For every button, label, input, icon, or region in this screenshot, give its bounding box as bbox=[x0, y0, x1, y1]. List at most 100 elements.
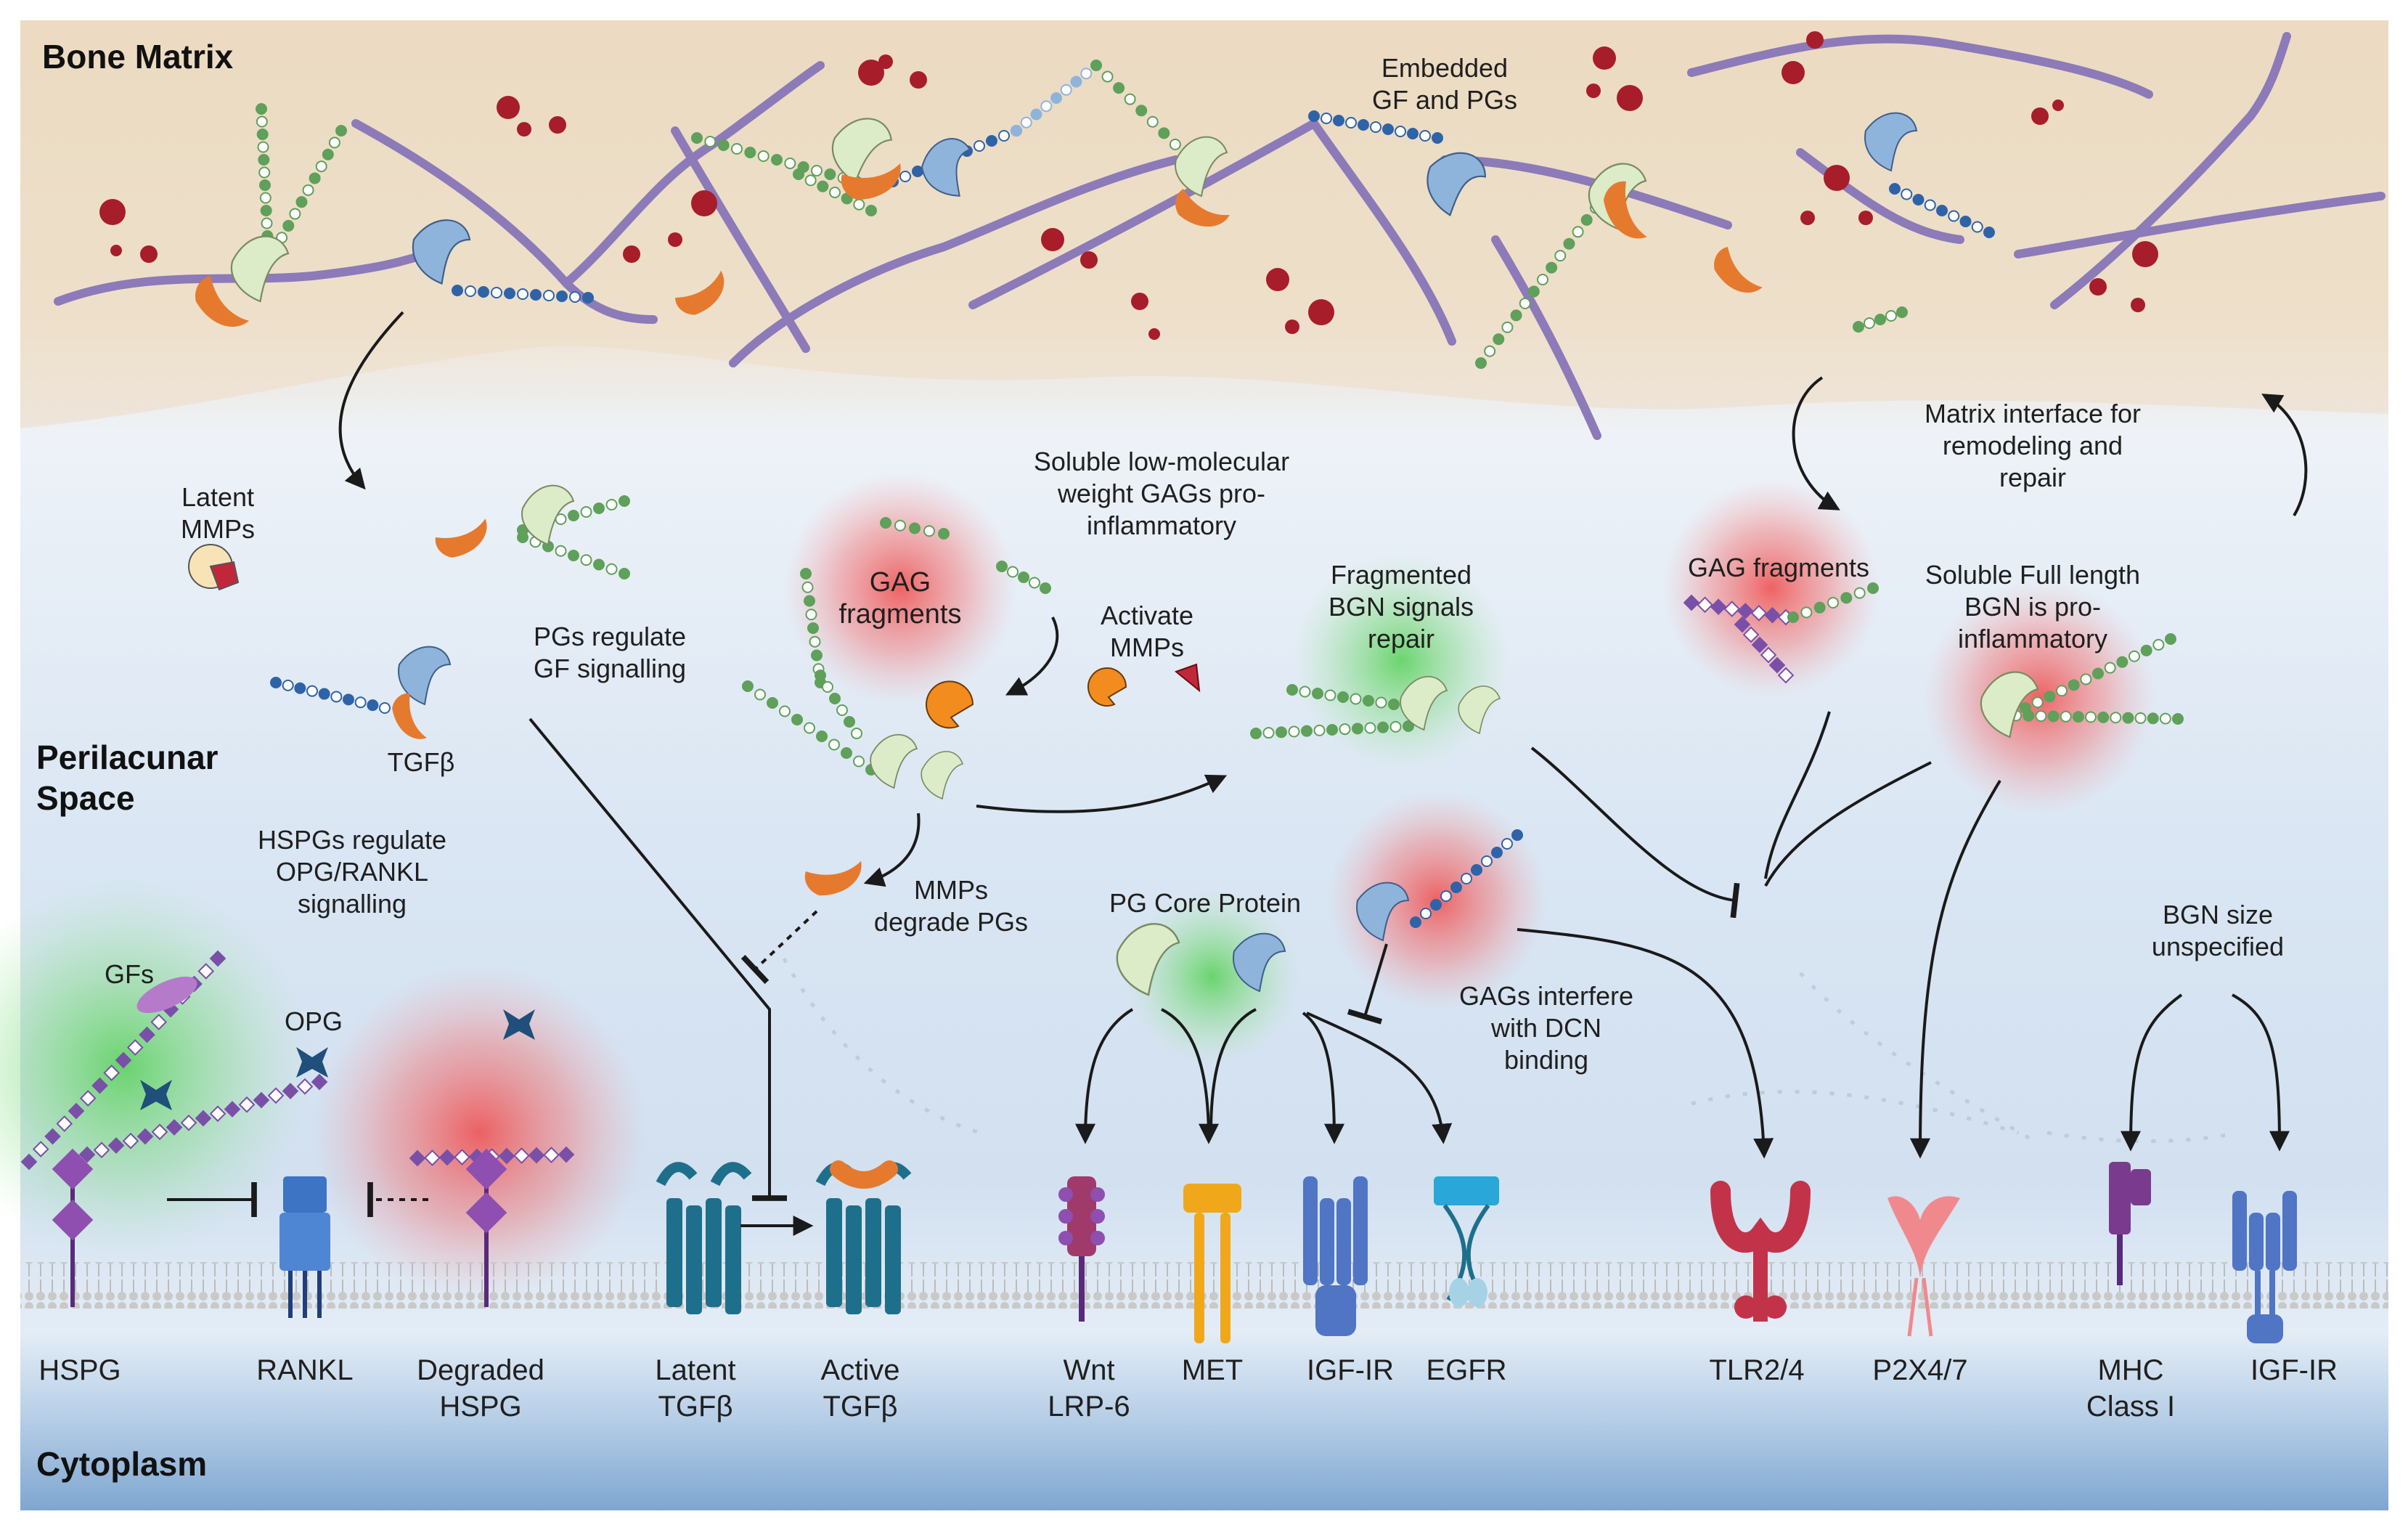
gag-bead bbox=[996, 561, 1008, 572]
growth-factor bbox=[675, 270, 725, 315]
label-gags-interfere: GAGs interfere with DCN binding bbox=[1458, 981, 1634, 1075]
gag-bead bbox=[556, 290, 568, 302]
gag-bead bbox=[309, 172, 321, 184]
gag-bead bbox=[1050, 92, 1062, 104]
gag-bead bbox=[257, 141, 269, 153]
faded-gag-chains bbox=[782, 957, 2237, 1144]
gag-bead bbox=[1527, 285, 1540, 298]
gag-bead bbox=[282, 219, 295, 232]
receptor-label: Active TGFβ bbox=[820, 1354, 900, 1423]
collagen-fibre bbox=[1687, 34, 2153, 99]
gag-bead bbox=[1169, 138, 1181, 150]
collagen-fibre bbox=[1310, 119, 1456, 346]
mmp-dot bbox=[517, 122, 531, 137]
gag-bead bbox=[1288, 725, 1300, 738]
gag-bead bbox=[1510, 309, 1522, 322]
gag-bead bbox=[1250, 728, 1262, 739]
mmp-dot bbox=[691, 190, 717, 216]
mmp-dot bbox=[1131, 293, 1148, 310]
gag-bead bbox=[491, 287, 502, 298]
gag-bead bbox=[528, 1147, 545, 1164]
igf-ir-receptor bbox=[1303, 1176, 1368, 1336]
gag-bead bbox=[899, 171, 911, 182]
gag-bead bbox=[322, 148, 334, 160]
gag-bead bbox=[1029, 577, 1040, 589]
gag-bead bbox=[1333, 115, 1344, 126]
mmp-dot bbox=[1617, 85, 1643, 111]
gag-bead bbox=[1471, 864, 1482, 876]
gag-bead bbox=[1352, 723, 1363, 735]
arrow-gag-to-mmp bbox=[1005, 617, 1059, 696]
mmp-dot bbox=[1858, 211, 1873, 225]
gag-bead bbox=[580, 506, 592, 518]
gag-bead bbox=[1546, 261, 1558, 274]
gag-bead bbox=[742, 680, 754, 692]
gag-bead bbox=[330, 691, 343, 703]
gag-bead bbox=[1889, 183, 1901, 195]
gag-bead bbox=[543, 1147, 560, 1163]
mmp-dot bbox=[497, 96, 520, 119]
gag-bead bbox=[1135, 105, 1148, 117]
mmp-dot bbox=[878, 54, 893, 69]
mmp-dot bbox=[2052, 99, 2064, 111]
gag-bead bbox=[558, 1146, 575, 1163]
gag-bead bbox=[315, 160, 327, 173]
gag-bead bbox=[1983, 227, 1995, 238]
gag-bead bbox=[912, 166, 923, 177]
gag-bead bbox=[1813, 601, 1826, 614]
mmp-dot bbox=[1285, 320, 1299, 334]
gag-bead bbox=[844, 716, 855, 728]
gag-bead bbox=[771, 154, 783, 166]
gag-bead bbox=[1475, 357, 1487, 369]
gag-bead bbox=[282, 1083, 299, 1099]
gag-bead bbox=[593, 502, 605, 514]
gag-bead bbox=[195, 1110, 212, 1127]
gag-bead bbox=[2072, 711, 2084, 723]
gag-bead bbox=[1420, 908, 1432, 919]
gag-bead bbox=[1750, 604, 1768, 622]
gag-bead bbox=[1563, 237, 1575, 250]
gag-bead bbox=[1312, 688, 1323, 699]
collagen-fibre bbox=[968, 119, 1318, 309]
pg-core-protein-blue bbox=[1233, 932, 1286, 993]
gag-bead bbox=[498, 1147, 515, 1165]
gag-bead bbox=[91, 1077, 108, 1094]
pg-core-protein bbox=[1116, 923, 1180, 996]
mmp-dot bbox=[140, 245, 158, 263]
gag-bead bbox=[1146, 115, 1159, 128]
gag-bead bbox=[335, 125, 347, 137]
mmp-dot bbox=[1148, 328, 1160, 340]
gag-bead bbox=[1358, 119, 1369, 131]
gag-bead bbox=[267, 1087, 285, 1104]
gag-bead bbox=[530, 289, 542, 301]
gag-bead bbox=[261, 217, 273, 229]
pg-core-protein-blue bbox=[398, 646, 452, 706]
gag-bead bbox=[853, 755, 865, 768]
gag-bead bbox=[1410, 916, 1421, 928]
gag-bead bbox=[605, 563, 618, 575]
gag-bead bbox=[2044, 691, 2056, 703]
gag-bead bbox=[1768, 656, 1786, 674]
gag-bead bbox=[2080, 673, 2092, 685]
gag-bead bbox=[282, 679, 294, 691]
pg-core-protein-blue bbox=[1356, 882, 1410, 942]
protein-layer bbox=[136, 112, 2039, 1110]
pg-core-protein bbox=[870, 733, 918, 789]
gag-bead bbox=[1450, 882, 1462, 893]
gag-bead bbox=[555, 545, 567, 557]
gag-bead bbox=[409, 1149, 426, 1167]
gag-bead bbox=[1764, 606, 1781, 624]
inhibit-mmps-to-tgfb bbox=[740, 910, 818, 985]
gag-bead bbox=[815, 670, 826, 681]
gag-bead bbox=[259, 192, 272, 204]
gag-bead bbox=[2152, 638, 2165, 651]
gag-bead bbox=[1864, 317, 1875, 329]
gag-bead bbox=[582, 292, 594, 304]
opg-molecule bbox=[503, 1009, 535, 1040]
receptor-label: Degraded HSPG bbox=[417, 1354, 544, 1423]
collagen-fibre bbox=[729, 155, 1180, 367]
gag-bead bbox=[258, 166, 271, 179]
gag-bead bbox=[938, 528, 950, 540]
label-mmps-degrade-pgs: MMPs degrade PGs bbox=[873, 875, 1029, 937]
gag-bead bbox=[452, 285, 463, 296]
